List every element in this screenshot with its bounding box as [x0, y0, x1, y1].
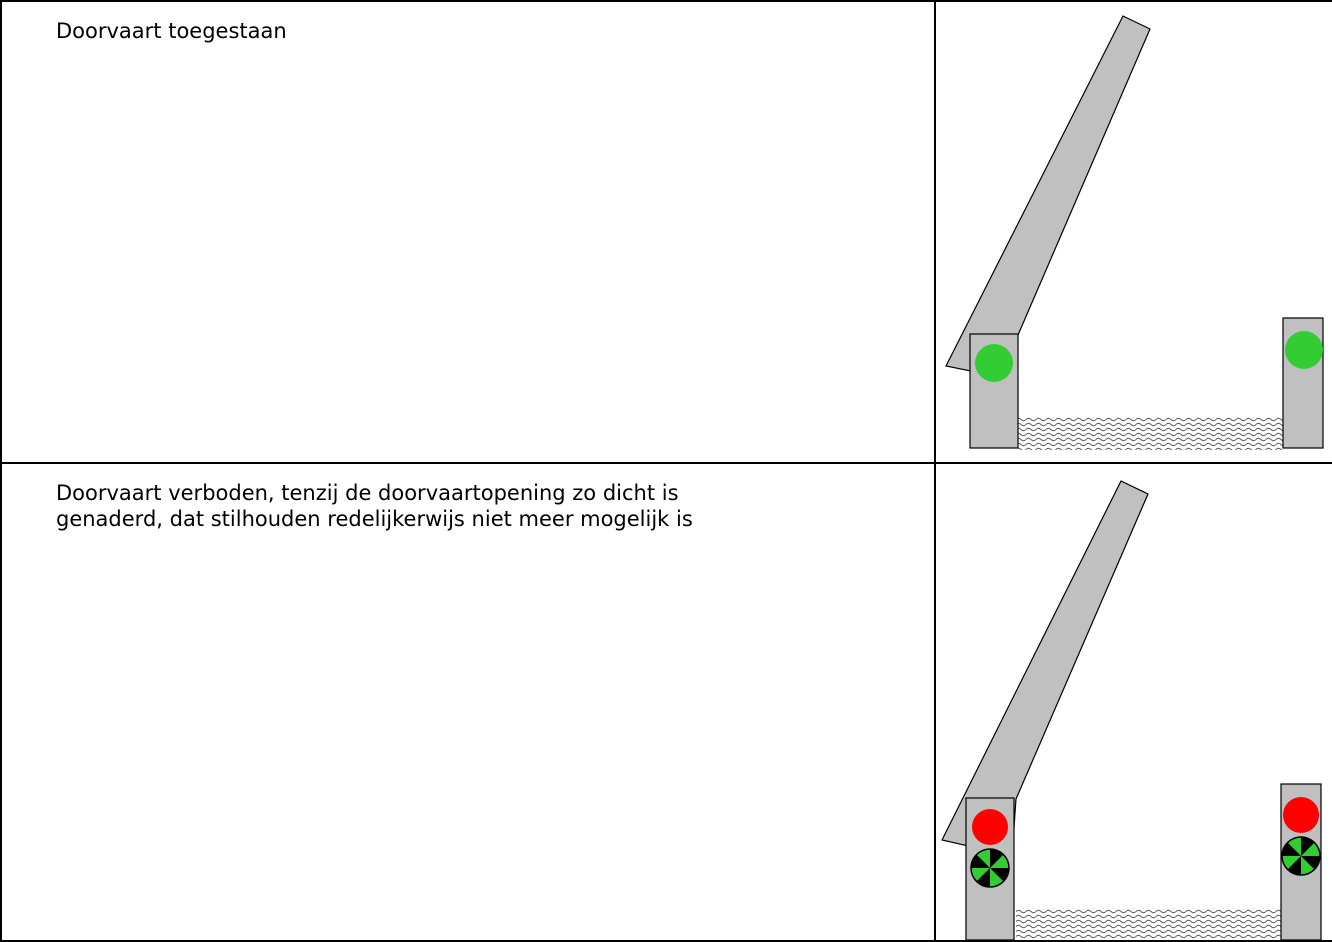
table-row: Doorvaart toegestaan: [0, 0, 1332, 464]
description-cell: Doorvaart toegestaan: [0, 0, 936, 464]
flashing-green-light-icon: [1281, 836, 1321, 876]
table-row: Doorvaart verboden, tenzij de doorvaarto…: [0, 462, 1332, 942]
description-text: Doorvaart verboden, tenzij de doorvaarto…: [56, 481, 693, 531]
bridge-deck-icon: [945, 15, 1151, 381]
illustration-cell: [934, 0, 1332, 464]
red-light-icon: [972, 809, 1008, 845]
bridge-illustration: [945, 15, 1324, 450]
water-icon: [1016, 908, 1281, 938]
illustration-cell: [934, 462, 1332, 942]
description-text: Doorvaart toegestaan: [56, 19, 287, 43]
green-light-icon: [1285, 331, 1323, 369]
description-cell: Doorvaart verboden, tenzij de doorvaarto…: [0, 462, 936, 942]
flashing-green-light-icon: [970, 848, 1010, 888]
red-light-icon: [1283, 797, 1319, 833]
water-icon: [1018, 417, 1283, 450]
bridge-illustration: [941, 480, 1322, 939]
green-light-icon: [975, 344, 1013, 382]
